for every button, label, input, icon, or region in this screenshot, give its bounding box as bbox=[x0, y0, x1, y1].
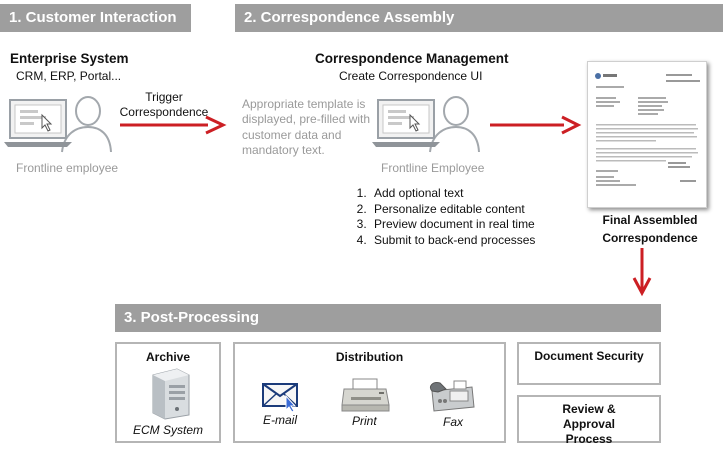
distribution-box: Distribution E-mail Print Fax bbox=[233, 342, 506, 443]
document-security-label: Document Security bbox=[534, 349, 644, 363]
steps-list: Add optional text Personalize editable c… bbox=[352, 186, 535, 248]
server-icon bbox=[152, 368, 190, 420]
ecm-system-caption: ECM System bbox=[132, 423, 203, 437]
final-correspondence-label: Final Assembled Correspondence bbox=[595, 211, 705, 247]
archive-box: Archive ECM System bbox=[115, 342, 221, 443]
enterprise-system-title: Enterprise System bbox=[10, 51, 129, 66]
document-security-box: Document Security bbox=[517, 342, 661, 385]
frontline-employee-icon bbox=[4, 96, 112, 153]
email-label: E-mail bbox=[263, 413, 298, 427]
banner-customer-interaction: 1. Customer Interaction bbox=[0, 4, 191, 32]
step-item: Add optional text bbox=[370, 186, 535, 202]
trigger-line2: Correspondence bbox=[119, 105, 209, 119]
document-page-icon bbox=[595, 73, 700, 186]
assembly-arrow bbox=[490, 115, 582, 135]
printer-icon bbox=[341, 378, 390, 412]
review-approval-label: Review & Approval Process bbox=[562, 402, 616, 446]
trigger-arrow bbox=[120, 115, 227, 135]
down-arrow bbox=[632, 248, 652, 297]
final-document-thumbnail bbox=[587, 61, 707, 208]
step-item: Preview document in real time bbox=[370, 217, 535, 233]
frontline-employee-icon bbox=[372, 96, 480, 153]
frontline-employee-label: Frontline employee bbox=[16, 161, 119, 175]
review-approval-box: Review & Approval Process bbox=[517, 395, 661, 446]
email-icon bbox=[262, 383, 298, 413]
distribution-title: Distribution bbox=[335, 350, 404, 364]
frontline-employee-label-2: Frontline Employee bbox=[381, 161, 485, 175]
fax-icon bbox=[429, 380, 475, 412]
final-line2: Correspondence bbox=[602, 231, 698, 245]
step-item: Personalize editable content bbox=[370, 202, 535, 218]
create-correspondence-ui-label: Create Correspondence UI bbox=[339, 69, 483, 83]
fax-label: Fax bbox=[443, 415, 464, 429]
banner-correspondence-assembly: 2. Correspondence Assembly bbox=[235, 4, 723, 32]
archive-title: Archive bbox=[145, 350, 191, 364]
final-line1: Final Assembled bbox=[602, 213, 698, 227]
trigger-line1: Trigger bbox=[145, 90, 183, 104]
correspondence-management-title: Correspondence Management bbox=[315, 51, 509, 66]
trigger-label: Trigger Correspondence bbox=[110, 90, 218, 120]
step-item: Submit to back-end processes bbox=[370, 233, 535, 249]
banner-post-processing: 3. Post-Processing bbox=[115, 304, 661, 332]
template-note: Appropriate template is displayed, pre-f… bbox=[242, 97, 371, 157]
print-label: Print bbox=[352, 414, 377, 428]
enterprise-system-subtitle: CRM, ERP, Portal... bbox=[16, 69, 122, 83]
